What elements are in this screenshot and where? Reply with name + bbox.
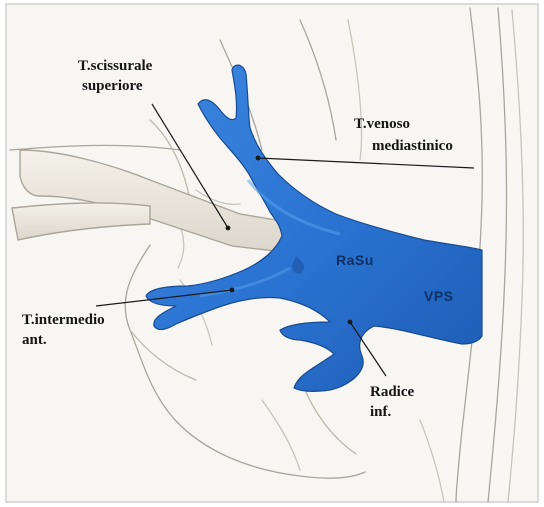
label-scissurale-line1: T.scissurale	[78, 58, 152, 75]
label-venoso-line2: mediastinico	[372, 138, 453, 155]
vessel-label-rasu: RaSu	[336, 252, 374, 268]
label-radice-line1: Radice	[370, 384, 414, 401]
label-venoso-line1: T.venoso	[354, 116, 410, 133]
label-intermedio-line2: ant.	[22, 332, 47, 349]
label-scissurale-line2: superiore	[82, 78, 143, 95]
vessel-label-vps: VPS	[424, 288, 454, 304]
label-radice-line2: inf.	[370, 404, 391, 421]
label-intermedio-line1: T.intermedio	[22, 312, 105, 329]
